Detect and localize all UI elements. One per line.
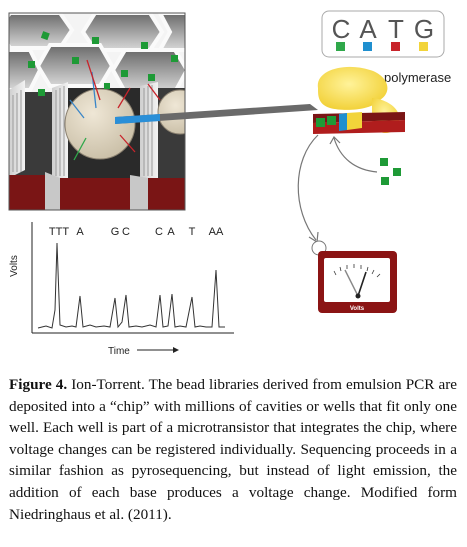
trace-y-label: Volts [9,255,20,277]
voltmeter-label: Volts [350,306,365,312]
ion-torrent-figure: C A T G polymerase [8,10,451,357]
base-swatch-c [336,42,345,51]
call-c-2: C [155,226,163,238]
trace-x-label: Time [108,346,130,357]
incoming-nucleotides [380,158,401,185]
caption-label: Figure 4. [9,376,68,393]
base-swatch-g [419,42,428,51]
base-letter-a: A [359,14,377,44]
chip-frame [8,12,186,211]
call-aa: AA [209,226,224,238]
polymerase-label: polymerase [384,70,451,85]
call-a: A [76,226,84,238]
base-letter-c: C [332,14,351,44]
call-c-1: C [122,226,130,238]
base-letter-t: T [388,14,404,44]
base-swatch-a [363,42,372,51]
call-t: T [189,226,196,238]
dna-strand [115,104,318,124]
chip-wells-illustration [9,13,185,210]
base-swatch-t [391,42,400,51]
call-a-2: A [167,226,175,238]
voltage-trace-chart: Volts Time TTT A G C C A T AA [9,222,234,357]
voltage-signal-line [37,242,225,329]
call-g: G [111,226,120,238]
caption-text: Ion-Torrent. The bead libraries derived … [9,376,457,523]
polymerase-enzyme [313,66,405,134]
flow-arrows [297,134,378,244]
time-arrow [137,347,179,353]
base-legend: C A T G [321,10,445,58]
figure-caption: Figure 4. Ion-Torrent. The bead librarie… [9,374,457,525]
voltmeter: Volts [318,251,397,313]
base-letter-g: G [414,14,434,44]
call-ttt: TTT [49,226,69,238]
